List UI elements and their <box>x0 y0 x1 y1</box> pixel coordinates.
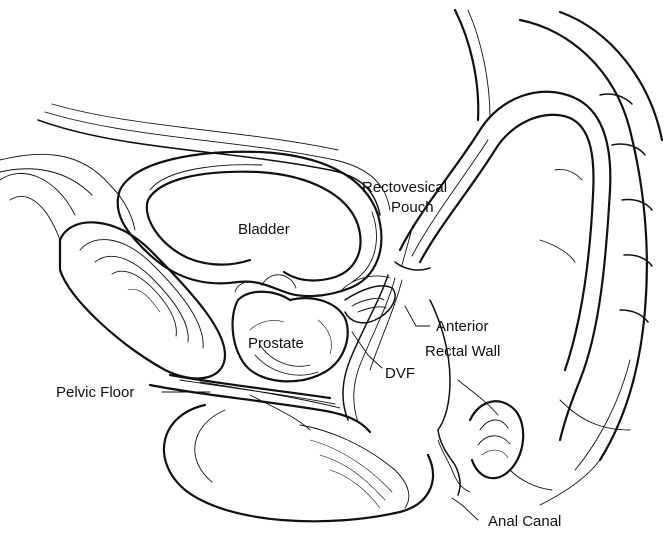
perineum <box>164 395 433 521</box>
anal-canal <box>438 401 552 492</box>
label-rectovesical-line2: Pouch <box>391 199 434 216</box>
label-rectovesical-line1: Rectovesical <box>362 179 447 196</box>
leader-anal-canal <box>452 498 478 520</box>
leader-lines <box>162 225 478 520</box>
label-dvf: DVF <box>385 365 415 382</box>
label-bladder: Bladder <box>238 221 290 238</box>
label-anterior-line1: Anterior <box>436 318 489 335</box>
label-prostate: Prostate <box>248 335 304 352</box>
label-pelvic-floor: Pelvic Floor <box>56 384 134 401</box>
seminal-vesicles <box>340 276 395 323</box>
rectum <box>400 92 610 495</box>
pubic-bone <box>0 173 225 378</box>
abdominal-wall <box>0 154 135 230</box>
label-anal-canal: Anal Canal <box>488 513 561 530</box>
sacrum <box>520 12 662 505</box>
prostate <box>233 275 348 382</box>
pelvic-floor-muscle <box>150 375 370 432</box>
upper-bowel <box>455 10 490 120</box>
leader-anterior-rectal-wall <box>405 306 430 326</box>
label-anterior-line2: Rectal Wall <box>425 343 500 360</box>
peritoneum-lines <box>38 104 390 215</box>
